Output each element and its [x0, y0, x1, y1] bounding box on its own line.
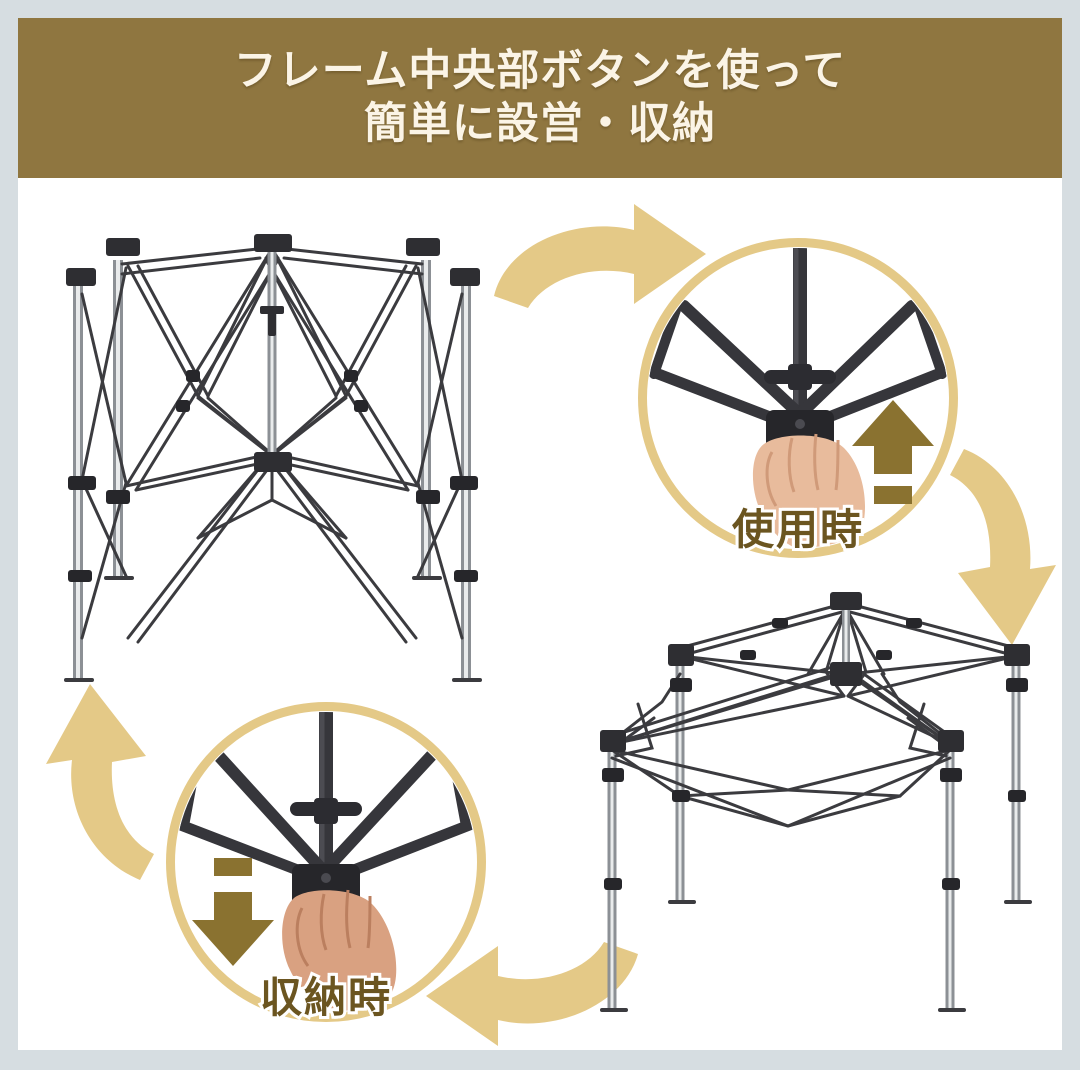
flow-arrow-top — [494, 204, 706, 308]
slider-collar — [290, 798, 362, 824]
inset-ring-in-use — [638, 238, 958, 558]
illustration-stage: 使用時 — [18, 178, 1062, 1050]
hand — [282, 889, 397, 1012]
slider-collar — [764, 364, 836, 390]
inset-ring-storing — [166, 702, 486, 1022]
flow-arrow-left — [46, 684, 154, 880]
in-use-label: 使用時 — [729, 503, 865, 556]
pull-down-arrow — [192, 858, 274, 966]
flow-arrow-right — [950, 449, 1056, 645]
in-use-hand-inset: 使用時 — [638, 238, 958, 558]
erected-canopy-frame-diagram — [600, 592, 1032, 1012]
collapsed-canopy-frame-diagram — [64, 234, 482, 682]
infographic-card: フレーム中央部ボタンを使って 簡単に設営・収納 — [18, 18, 1062, 1050]
hub-fittings — [600, 592, 1030, 890]
header-banner: フレーム中央部ボタンを使って 簡単に設営・収納 — [18, 18, 1062, 178]
hand — [752, 433, 865, 548]
storing-hub-illustration — [176, 712, 476, 1012]
storing-hand-inset: 収納時 — [166, 702, 486, 1024]
storing-label: 収納時 — [257, 971, 393, 1024]
header-line-2: 簡単に設営・収納 — [364, 100, 716, 148]
hub-fittings — [66, 234, 480, 582]
centre-mast — [260, 248, 284, 458]
flow-arrow-bottom — [426, 942, 638, 1046]
legs — [600, 650, 1032, 1012]
push-up-arrow — [852, 400, 934, 504]
header-line-1: フレーム中央部ボタンを使って — [233, 47, 847, 96]
